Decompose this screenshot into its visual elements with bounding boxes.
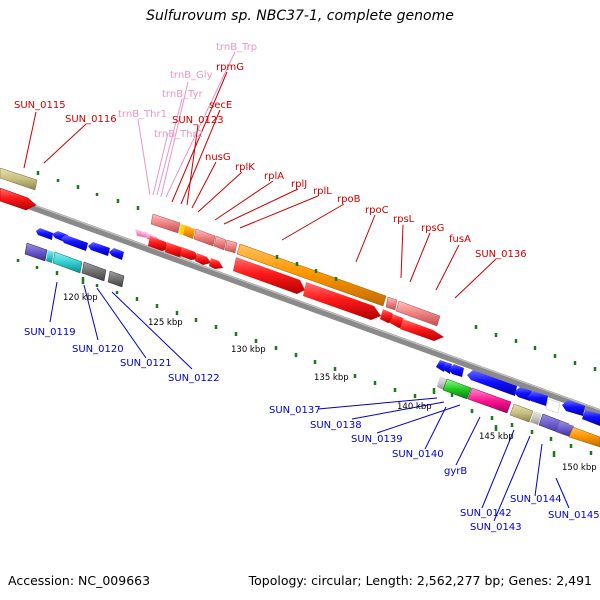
- gene-label[interactable]: SUN_0123: [172, 115, 224, 126]
- trna-label[interactable]: trnB_Gly: [170, 70, 213, 81]
- gene-label[interactable]: SUN_0121: [120, 358, 172, 369]
- kbp-label-120: 120 kbp: [63, 293, 98, 303]
- gene-label[interactable]: SUN_0137: [269, 405, 321, 416]
- trna-label[interactable]: trnB_Thr2: [154, 129, 203, 140]
- gene-label-lines-bottom: [49, 281, 570, 522]
- gene-label[interactable]: SUN_0142: [460, 508, 512, 519]
- gene-label[interactable]: SUN_0139: [351, 434, 403, 445]
- gene-label[interactable]: rpsL: [393, 214, 415, 225]
- gene-label[interactable]: secE: [209, 100, 232, 111]
- kbp-label-130: 130 kbp: [231, 345, 266, 355]
- gene-label[interactable]: rpsG: [421, 223, 444, 234]
- accession-text: Accession: NC_009663: [8, 573, 151, 588]
- trna-label-lines: [137, 51, 236, 198]
- gene-label[interactable]: rpmG: [216, 62, 244, 73]
- gene-label[interactable]: SUN_0116: [65, 114, 117, 125]
- gene-label[interactable]: rplK: [235, 162, 255, 173]
- gene-label[interactable]: rpoC: [365, 205, 389, 216]
- trna-label[interactable]: trnB_Thr1: [118, 109, 167, 120]
- bottom-gene-labels: SUN_0119 SUN_0120 SUN_0121 SUN_0122 SUN_…: [24, 327, 600, 533]
- gene-label[interactable]: rplL: [313, 186, 332, 197]
- gene-label[interactable]: SUN_0138: [310, 420, 362, 431]
- kbp-labels: 120 kbp 125 kbp 130 kbp 135 kbp 140 kbp …: [63, 293, 597, 473]
- kbp-label-140: 140 kbp: [397, 402, 432, 412]
- gene-label[interactable]: gyrB: [444, 466, 467, 477]
- gene-label[interactable]: SUN_0143: [470, 522, 522, 533]
- scale-ticks: [16, 171, 597, 457]
- gene-label[interactable]: rplA: [264, 171, 284, 182]
- gene-label[interactable]: SUN_0136: [475, 249, 527, 260]
- genome-backbone: [0, 192, 600, 416]
- gene-label[interactable]: nusG: [205, 152, 231, 163]
- gene-label[interactable]: SUN_0115: [14, 100, 66, 111]
- gene-label[interactable]: SUN_0119: [24, 327, 76, 338]
- gene-label[interactable]: SUN_0145: [548, 510, 600, 521]
- gene-label-lines-top: [23, 71, 497, 299]
- topology-text: Topology: circular; Length: 2,562,277 bp…: [248, 573, 592, 588]
- top-gene-labels: SUN_0115 SUN_0116 trnB_Thr1 trnB_Thr2 tr…: [14, 42, 527, 260]
- gene-label[interactable]: SUN_0144: [510, 494, 562, 505]
- kbp-label-135: 135 kbp: [314, 373, 349, 383]
- kbp-label-145: 145 kbp: [479, 432, 514, 442]
- trna-label[interactable]: trnB_Trp: [216, 42, 257, 53]
- kbp-label-150: 150 kbp: [562, 463, 597, 473]
- gene-label[interactable]: rpoB: [337, 194, 361, 205]
- gene-label[interactable]: rplJ: [291, 179, 307, 190]
- gene-label[interactable]: SUN_0122: [168, 373, 220, 384]
- trna-label[interactable]: trnB_Tyr: [162, 89, 204, 100]
- genome-title: Sulfurovum sp. NBC37-1, complete genome: [146, 8, 454, 24]
- gene-label[interactable]: SUN_0140: [392, 449, 444, 460]
- gene-label[interactable]: fusA: [449, 234, 471, 245]
- kbp-label-125: 125 kbp: [148, 318, 183, 328]
- gene-label[interactable]: SUN_0120: [72, 344, 124, 355]
- forward-genes: [0, 167, 444, 341]
- reverse-genes: [24, 228, 600, 448]
